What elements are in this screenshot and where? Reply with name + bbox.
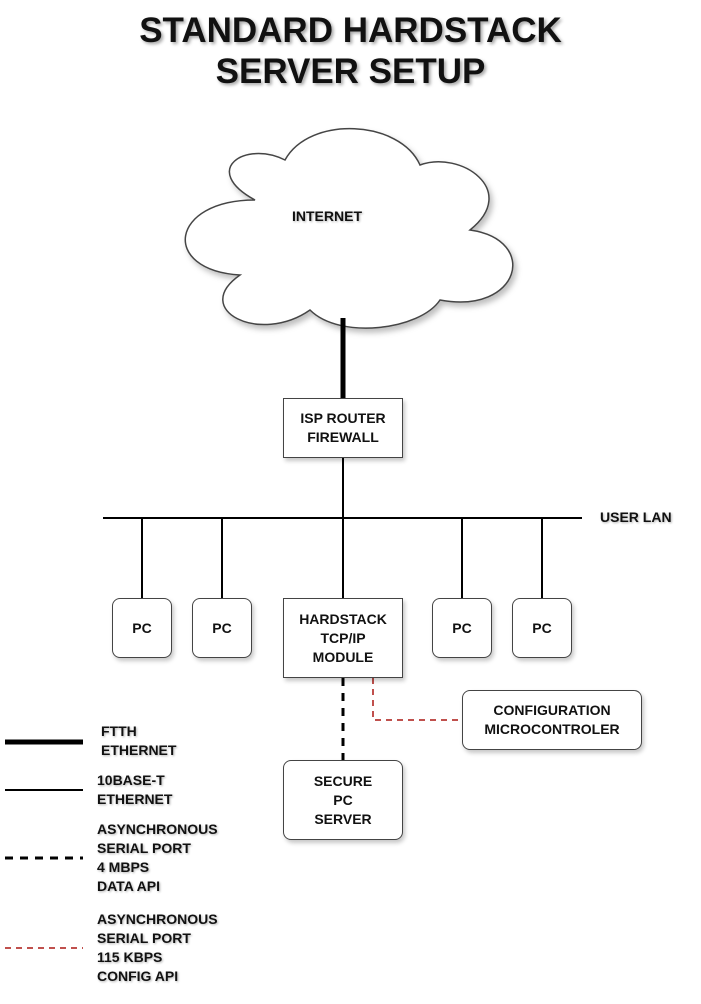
internet-cloud-icon [184, 128, 514, 329]
server-label-line-3: SERVER [314, 810, 372, 827]
user-lan-label: USER LAN [600, 509, 672, 525]
legend-config-serial-line-1: ASYNCHRONOUS [97, 911, 218, 927]
legend-config-serial-line-3: 115 KBPS [97, 949, 163, 965]
pc-label: PC [212, 619, 232, 636]
pc-label: PC [452, 619, 472, 636]
legend-10baset-line-2: ETHERNET [97, 791, 173, 807]
legend-data-serial-line-4: DATA API [97, 878, 160, 894]
server-label-line-2: PC [333, 791, 353, 808]
configuration-microcontroller: CONFIGURATION MICROCONTROLER [462, 690, 642, 750]
hardstack-label-line-2: TCP/IP [320, 629, 366, 646]
legend-config-serial: ASYNCHRONOUS SERIAL PORT 115 KBPS CONFIG… [97, 910, 218, 986]
legend-data-serial-line-2: SERIAL PORT [97, 840, 191, 856]
pc-node-4: PC [512, 598, 572, 658]
server-label-line-1: SECURE [313, 772, 373, 789]
pc-node-2: PC [192, 598, 252, 658]
internet-label: INTERNET [292, 208, 362, 224]
legend-10baset-line-1: 10BASE-T [97, 772, 165, 788]
router-label-line-2: FIREWALL [307, 429, 379, 445]
isp-router-firewall: ISP ROUTER FIREWALL [283, 398, 403, 458]
router-label-line-1: ISP ROUTER [300, 410, 386, 426]
legend-config-serial-line-4: CONFIG API [97, 968, 179, 984]
pc-label: PC [532, 619, 552, 636]
legend-ftth-line-2: ETHERNET [101, 742, 177, 758]
legend-data-serial-line-1: ASYNCHRONOUS [97, 821, 218, 837]
hardstack-label-line-3: MODULE [312, 648, 374, 665]
title-line-2: SERVER SETUP [215, 52, 486, 91]
title-line-1: STANDARD HARDSTACK [139, 11, 562, 50]
pc-label: PC [132, 619, 152, 636]
pc-node-1: PC [112, 598, 172, 658]
hardstack-tcpip-module: HARDSTACK TCP/IP MODULE [283, 598, 403, 678]
config-serial-link [372, 678, 462, 721]
hardstack-label-line-1: HARDSTACK [299, 610, 387, 627]
legend-10baset: 10BASE-T ETHERNET [97, 771, 172, 809]
secure-pc-server: SECURE PC SERVER [283, 760, 403, 840]
legend-ftth: FTTH ETHERNET [101, 722, 176, 760]
legend-ftth-line-1: FTTH [101, 723, 137, 739]
config-label-line-1: CONFIGURATION [493, 702, 611, 718]
config-label-line-2: MICROCONTROLER [484, 721, 620, 737]
legend-data-serial: ASYNCHRONOUS SERIAL PORT 4 MBPS DATA API [97, 820, 218, 896]
pc-node-3: PC [432, 598, 492, 658]
legend-data-serial-line-3: 4 MBPS [97, 859, 150, 875]
legend-config-serial-line-2: SERIAL PORT [97, 930, 191, 946]
